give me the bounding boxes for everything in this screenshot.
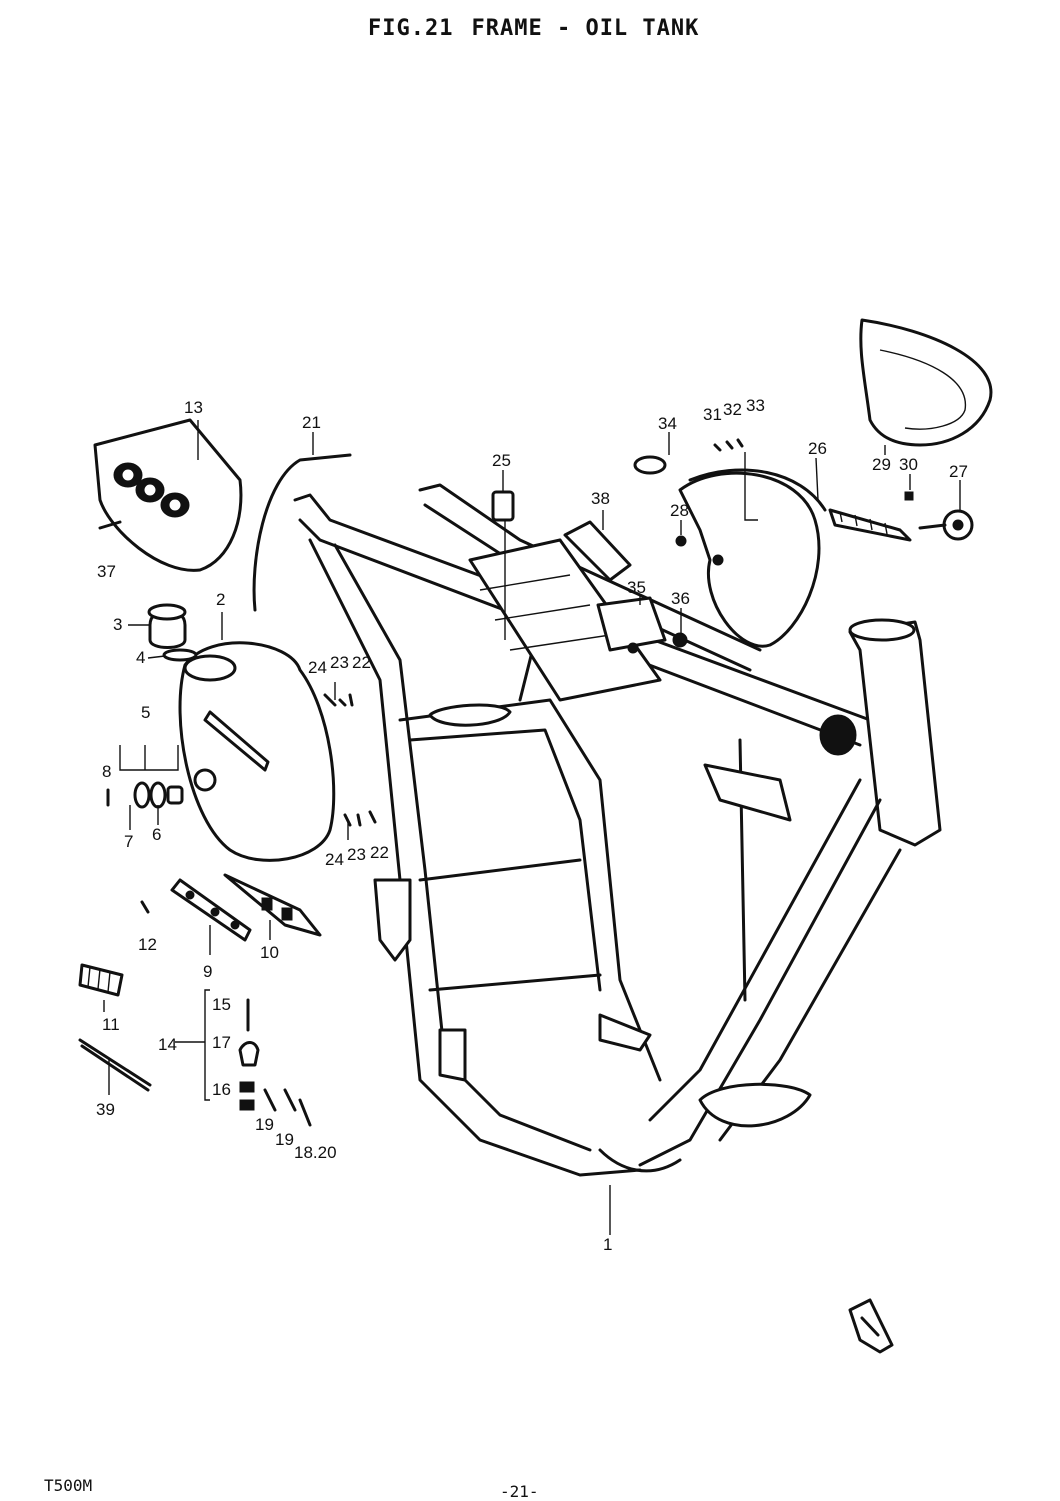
callout-7: 7 bbox=[124, 832, 133, 851]
callout-27: 27 bbox=[949, 462, 968, 481]
callout-2: 2 bbox=[216, 590, 225, 609]
page-number: -21- bbox=[500, 1482, 539, 1501]
callout-14: 14 bbox=[158, 1035, 177, 1054]
callout-24b: 24 bbox=[325, 850, 344, 869]
callout-29: 29 bbox=[872, 455, 891, 474]
callout-22a: 22 bbox=[352, 653, 371, 672]
callout-32: 32 bbox=[723, 400, 742, 419]
callout-15: 15 bbox=[212, 995, 231, 1014]
frame-part bbox=[293, 483, 942, 1235]
lower-left-parts bbox=[78, 873, 322, 1127]
figure-title: FIG.21 FRAME - OIL TANK bbox=[368, 16, 699, 41]
callout-38: 38 bbox=[591, 489, 610, 508]
figure-name: FRAME - OIL TANK bbox=[471, 16, 700, 41]
fastener-group bbox=[323, 693, 377, 827]
callout-31: 31 bbox=[703, 405, 722, 424]
callout-37: 37 bbox=[97, 562, 116, 581]
callout-19a: 19 bbox=[255, 1115, 274, 1134]
callout-3: 3 bbox=[113, 615, 122, 634]
leader-lines bbox=[103, 420, 961, 1095]
callout-4: 4 bbox=[136, 648, 145, 667]
callout-19b: 19 bbox=[275, 1130, 294, 1149]
callout-6: 6 bbox=[152, 825, 161, 844]
rear-right-parts bbox=[491, 318, 993, 1354]
callout-12: 12 bbox=[138, 935, 157, 954]
callout-30: 30 bbox=[899, 455, 918, 474]
callout-35: 35 bbox=[627, 578, 646, 597]
callout-23b: 23 bbox=[347, 845, 366, 864]
callout-25: 25 bbox=[492, 451, 511, 470]
callout-26: 26 bbox=[808, 439, 827, 458]
model-code: T500M bbox=[44, 1476, 93, 1495]
oil-hose-part bbox=[252, 453, 352, 612]
oil-tank-part bbox=[106, 603, 336, 862]
callout-33: 33 bbox=[746, 396, 765, 415]
callout-8: 8 bbox=[102, 762, 111, 781]
callout-11: 11 bbox=[102, 1015, 120, 1034]
callout-9: 9 bbox=[203, 962, 212, 981]
callout-21: 21 bbox=[302, 413, 321, 432]
callout-24a: 24 bbox=[308, 658, 327, 677]
callout-16: 16 bbox=[212, 1080, 231, 1099]
callout-5: 5 bbox=[141, 703, 150, 722]
callout-36: 36 bbox=[671, 589, 690, 608]
callout-22b: 22 bbox=[370, 843, 389, 862]
callout-23a: 23 bbox=[330, 653, 349, 672]
callout-labels: 1 2 3 4 5 6 7 8 9 10 11 12 13 14 15 16 1… bbox=[96, 396, 968, 1254]
callout-13: 13 bbox=[184, 398, 203, 417]
side-cover-part bbox=[93, 418, 243, 572]
callout-10: 10 bbox=[260, 943, 279, 962]
callout-39: 39 bbox=[96, 1100, 115, 1119]
figure-number: FIG.21 bbox=[368, 16, 454, 41]
callout-17: 17 bbox=[212, 1033, 231, 1052]
callout-28: 28 bbox=[670, 501, 689, 520]
callout-34: 34 bbox=[658, 414, 677, 433]
callout-18-20: 18.20 bbox=[294, 1143, 337, 1162]
callout-1: 1 bbox=[603, 1235, 612, 1254]
